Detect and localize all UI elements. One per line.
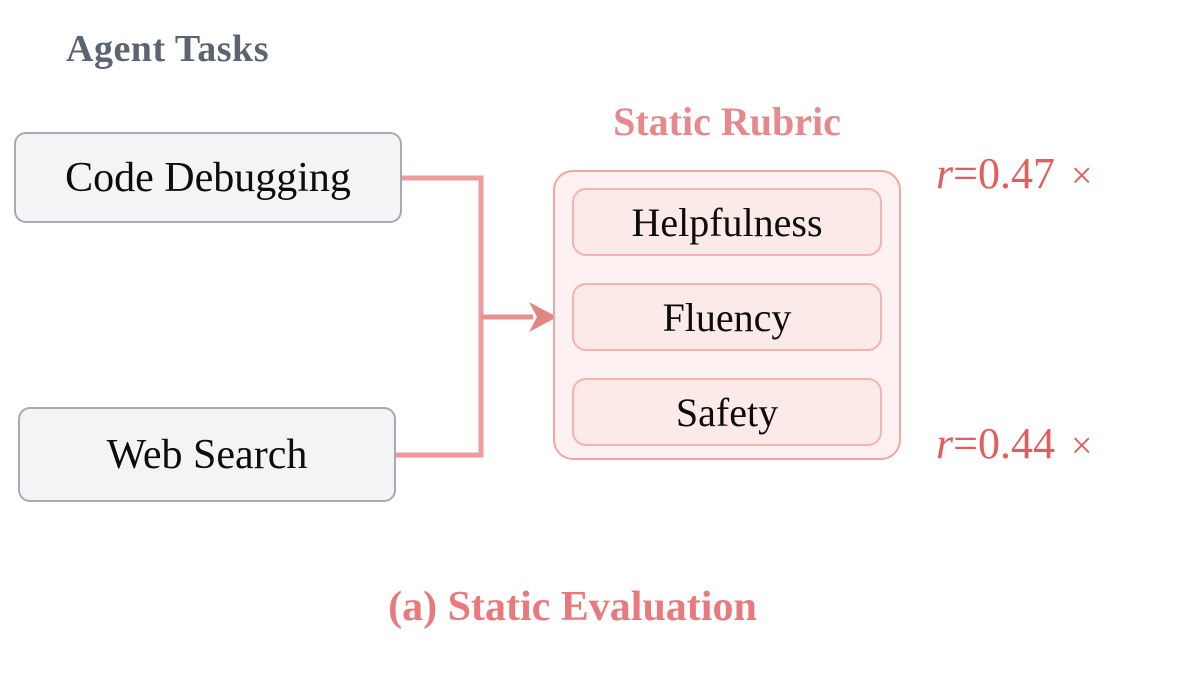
correlation-web-search: r=0.44 × [936,418,1092,469]
rubric-item-safety: Safety [572,378,882,446]
rubric-item-label: Helpfulness [631,199,823,245]
cross-mark-icon: × [1070,425,1093,467]
cross-mark-icon: × [1070,155,1093,197]
task-box-web-search: Web Search [18,407,396,502]
rubric-item-label: Fluency [662,294,792,340]
task-box-code-debugging: Code Debugging [14,132,402,223]
correlation-value: =0.47 [953,149,1055,198]
figure-caption: (a) Static Evaluation [388,584,757,630]
correlation-value: =0.44 [953,419,1055,468]
rubric-item-label: Safety [675,389,779,435]
correlation-code-debugging: r=0.47 × [936,148,1092,199]
static-rubric-container: Helpfulness Fluency Safety [553,170,901,460]
correlation-variable: r [936,419,954,468]
agent-tasks-title: Agent Tasks [66,28,269,70]
static-rubric-title: Static Rubric [613,99,841,144]
rubric-item-helpfulness: Helpfulness [572,188,882,256]
rubric-item-fluency: Fluency [572,283,882,351]
task-label: Web Search [106,431,308,478]
correlation-variable: r [936,149,954,198]
task-label: Code Debugging [65,154,351,201]
